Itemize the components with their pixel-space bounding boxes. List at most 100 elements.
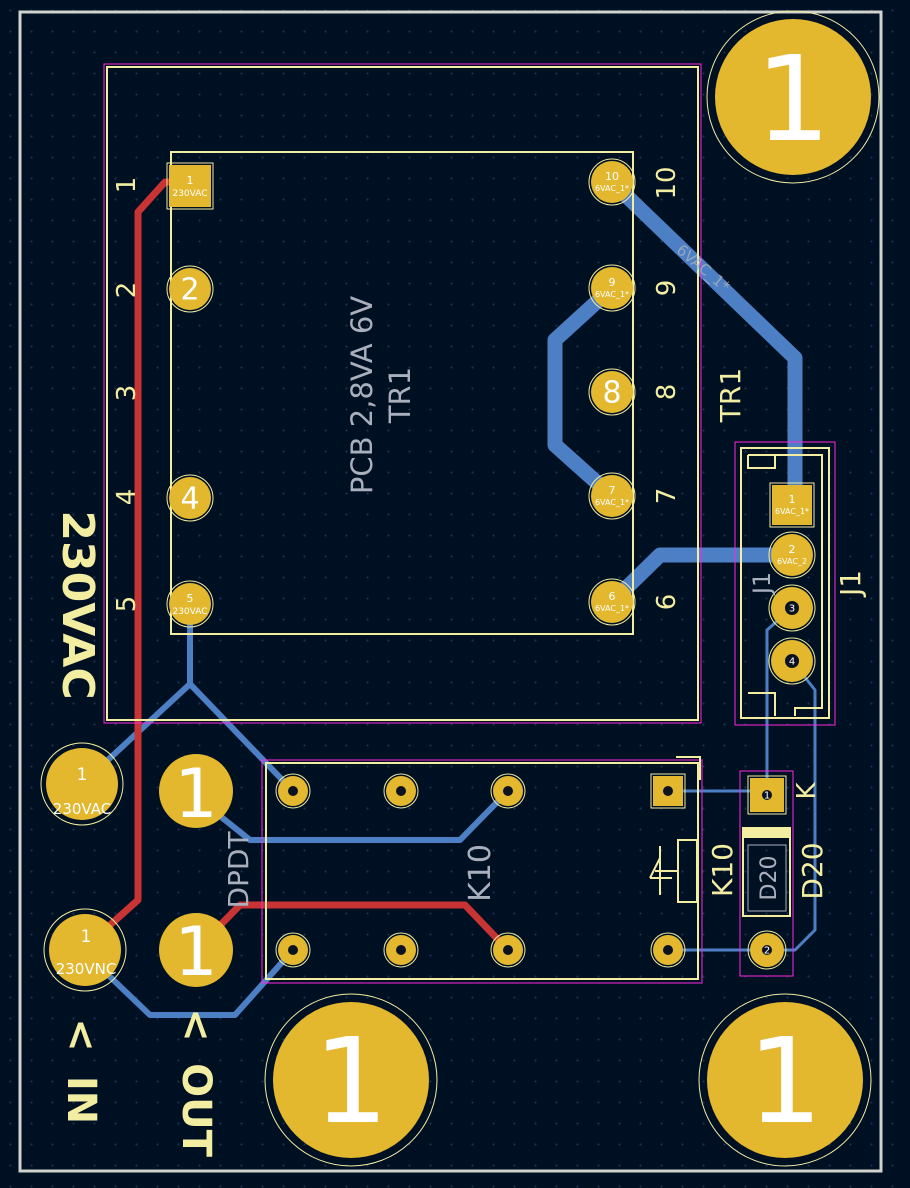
k10-pad-0-ring [275,773,311,809]
trace-out-relay[interactable] [212,788,511,843]
tr1-pad-1-number: 1 [187,174,194,187]
d20-ref: D20 [796,842,829,899]
j1-pad-3[interactable]: 3 [768,584,816,632]
mh-br-label: 1 [747,1012,822,1150]
tr1-pad-6-ring [588,578,636,626]
tr1-fab-ref: TR1 [383,367,417,424]
tr1-pin-label-4: 4 [112,489,142,506]
k10-pad-6-ring [650,932,686,968]
tr1-pad-6-copper [591,581,633,623]
k10-pad-2-drill [503,786,513,796]
j1-ref: J1 [834,570,867,598]
label-in: IN [58,1076,104,1124]
j1-pad-2-number: 2 [789,543,796,556]
trace-j1-3[interactable] [765,606,794,793]
k10-pad-1[interactable] [383,773,419,809]
tr1-pad-7-ring [588,472,636,520]
relay-footprint [261,756,703,984]
tr1-pad-5-net: 230VAC [172,607,207,617]
term-in-vac-num: 1 [77,765,88,785]
k10-pad-1-drill [396,786,406,796]
k10-pad-5[interactable] [490,932,526,968]
k10-pad-coil-1-ring [650,773,686,809]
j1-pad-4-drill [785,654,799,668]
j1-pad-2-copper [771,534,813,576]
tr1-pin-label-8: 8 [652,384,682,401]
tr1-pad-1-copper [169,165,211,207]
k10-pad-3-ring [275,932,311,968]
k10-pad-4-drill [396,945,406,955]
j1-pad-4-ring [768,637,816,685]
k10-pad-2[interactable] [490,773,526,809]
trace-6vac-2[interactable] [604,547,800,610]
k10-pad-5-ring [490,932,526,968]
arrow-out: < [173,1008,219,1042]
d20-cathode-band [743,828,790,838]
j1-pad-1-copper [772,485,812,525]
d20-pad-2[interactable]: 2 [747,930,787,970]
trace-tr1-9-to-7[interactable] [547,280,620,504]
k10-courtyard [261,759,703,984]
tr1-pad-4-ring [166,474,214,522]
term-out-1-label: 1 [174,755,217,834]
terminal-out-2[interactable] [159,913,233,987]
tr1-pad-8-ring [588,368,636,416]
term-in-vnc-net: 230VNC [56,960,117,978]
tr1-pad-5-copper [169,583,211,625]
k10-pad-coil-1[interactable] [650,773,686,809]
tr1-pad-10-number: 10 [605,170,619,183]
tr1-pin-label-6: 6 [652,594,682,611]
k10-pad-2-ring [490,773,526,809]
trace-out-front[interactable] [192,901,512,954]
j1-inner-outline [747,454,823,716]
tr1-outline [106,66,699,721]
mh-tr-ring [706,10,880,184]
tr1-pad-10-copper [591,161,633,203]
d20-fab-outline [747,844,787,912]
d20-pad-1-number: 1 [764,791,770,802]
tr1-pad-8[interactable]: 8 [588,368,636,416]
d20-courtyard [739,770,794,977]
label-out: OUT [173,1063,219,1157]
mh-bl-label: 1 [313,1012,388,1150]
tr1-pad-4[interactable]: 4 [166,474,214,522]
term-in-vnc-ring [43,908,127,992]
tr1-pad-10-ring [588,158,636,206]
j1-pad-1-number: 1 [789,493,796,506]
j1-pad-1-net: 6VAC_1* [775,507,809,516]
trace-230vac-relay[interactable] [187,681,296,794]
tr1-pin-label-1: 1 [112,177,142,194]
terminal-in-230vnc[interactable] [49,914,121,986]
d20-pad-2-drill [762,945,772,955]
j1-pad-4[interactable]: 4 [768,637,816,685]
k10-pad-0-drill [288,786,298,796]
term-in-vnc-num: 1 [81,927,92,947]
k10-pad-coil-1-drill [663,786,673,796]
k10-pad-6[interactable] [650,932,686,968]
d20-pad-1[interactable]: 1 [747,775,787,815]
terminal-in-230vac[interactable] [46,748,118,820]
mounting-hole-2 [707,1002,863,1158]
j1-pad-3-ring [768,584,816,632]
tr1-pad-9-net: 6VAC_1* [595,290,629,299]
tr1-pad-9-ring [588,264,636,312]
tr1-pad-4-number: 4 [180,482,199,517]
j1-pad-1-ring [769,482,815,528]
k10-pad-4[interactable] [383,932,419,968]
tr1-pad-2[interactable]: 2 [166,265,214,313]
mounting-hole-0 [715,19,871,175]
k10-pad-3[interactable] [275,932,311,968]
terminal-out-1[interactable] [159,754,233,828]
label-230vac: 230VAC [52,510,103,699]
k10-pad-0[interactable] [275,773,311,809]
